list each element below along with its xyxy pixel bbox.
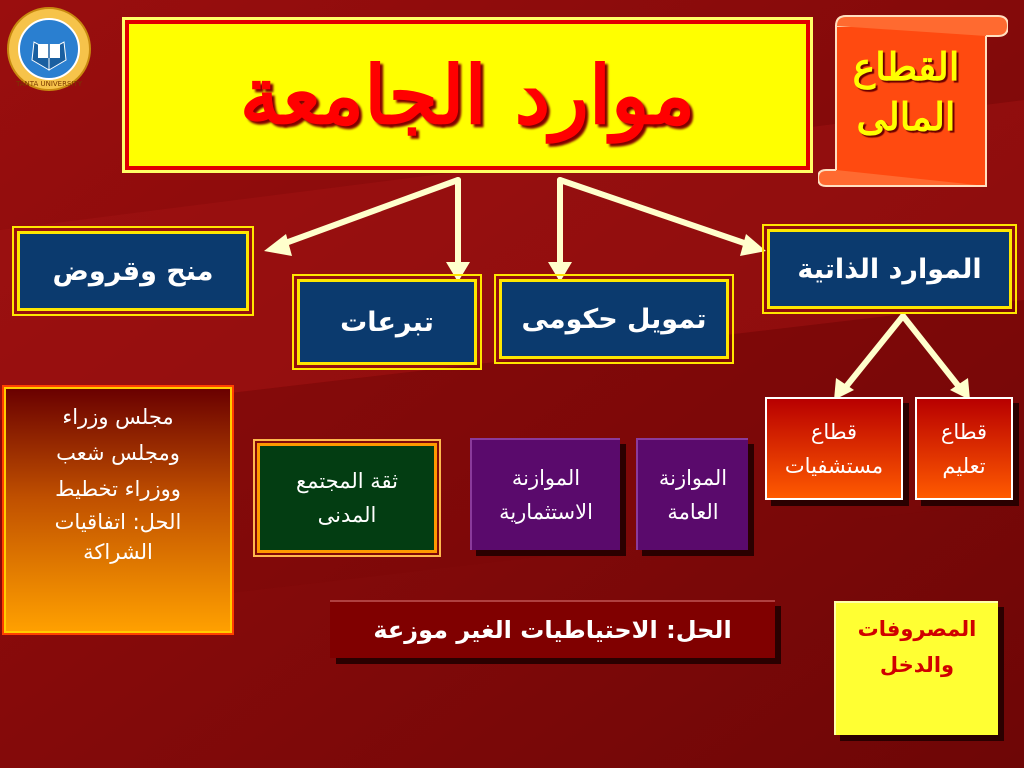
investment-line2: الاستثمارية — [499, 500, 593, 524]
arrow-to-grants — [277, 177, 461, 248]
civil-line1: ثقة المجتمع — [296, 469, 398, 493]
expenses-line2: والدخل — [879, 653, 955, 677]
page-title: موارد الجامعة — [239, 48, 696, 142]
council-line3: ووزراء تخطيط — [55, 477, 181, 501]
arrow-to-self-resources — [557, 177, 753, 248]
financial-sector-line2: المالى — [856, 94, 956, 139]
hospitals-line1: قطاع — [810, 419, 858, 444]
general-line1: الموازنة — [658, 466, 728, 490]
arrow-to-hospitals — [842, 313, 906, 391]
education-sector-box: قطاع تعليم — [915, 397, 1013, 500]
hospitals-sector-box: قطاع مستشفيات — [765, 397, 903, 500]
council-line5: الشراكة — [83, 540, 153, 564]
council-line2: ومجلس شعب — [56, 441, 180, 465]
grants-loans-box: منح وقروض — [12, 226, 254, 316]
donations-box: تبرعات — [292, 274, 482, 370]
civil-line2: المدنى — [317, 503, 377, 527]
government-funding-box: تمويل حكومى — [494, 274, 734, 364]
solution-box: الحل: الاحتياطيات الغير موزعة — [330, 600, 775, 658]
council-line1: مجلس وزراء — [62, 405, 174, 429]
hospitals-line2: مستشفيات — [784, 453, 884, 478]
investment-budget-box: الموازنة الاستثمارية — [470, 438, 620, 550]
scroll-banner-icon — [818, 15, 1008, 187]
title-box: موارد الجامعة — [122, 17, 813, 173]
financial-sector-line1: القطاع — [852, 44, 960, 89]
general-line2: العامة — [667, 500, 719, 524]
financial-sector-label: القطاع المالى — [836, 42, 976, 142]
civil-society-box: ثقة المجتمع المدنى — [253, 439, 441, 557]
investment-line1: الموازنة — [511, 466, 581, 490]
logo-text: TANTA UNIVERSITY — [15, 80, 83, 88]
expenses-line1: المصروفات — [857, 617, 977, 641]
expenses-income-box: المصروفات والدخل — [834, 601, 998, 735]
self-resources-box: الموارد الذاتية — [762, 224, 1017, 314]
university-logo-icon: TANTA UNIVERSITY — [7, 7, 91, 91]
education-line2: تعليم — [942, 453, 986, 478]
education-line1: قطاع — [940, 419, 988, 444]
council-line4: الحل: اتفاقيات — [54, 510, 182, 534]
arrow-to-education — [900, 313, 963, 391]
general-budget-box: الموازنة العامة — [636, 438, 748, 550]
council-box: مجلس وزراء ومجلس شعب ووزراء تخطيط الحل: … — [2, 385, 234, 635]
